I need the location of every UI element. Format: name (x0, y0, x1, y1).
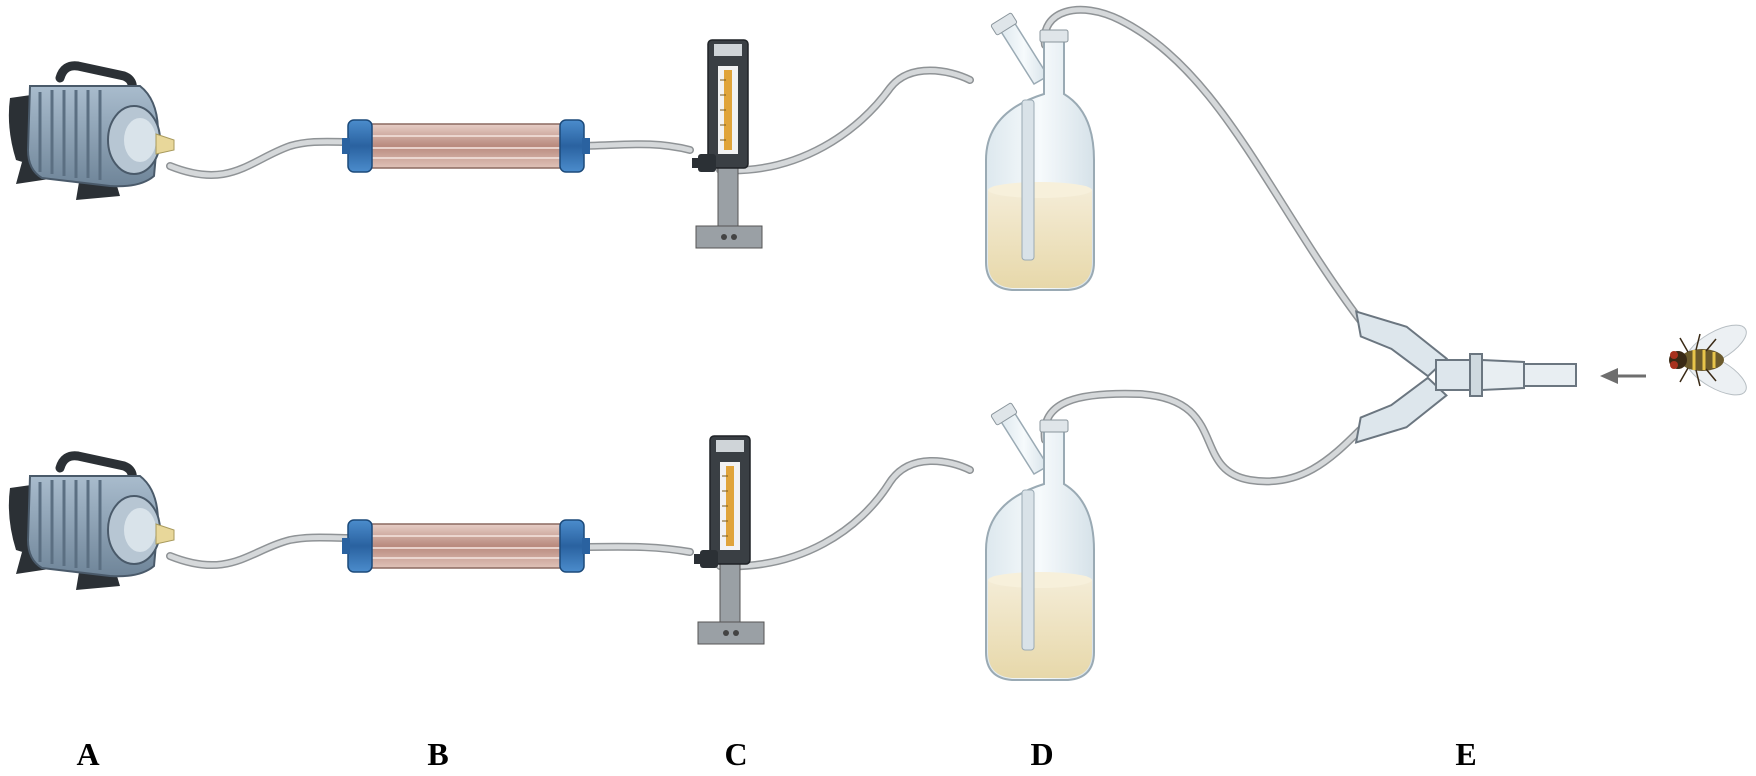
flowmeter-bottom (693, 435, 765, 645)
label-a: A (76, 736, 100, 772)
tubing (166, 5, 1364, 571)
flowmeter-icon (691, 39, 763, 249)
filter-cartridge-icon (341, 119, 591, 173)
filter-top (341, 119, 591, 173)
flowmeter-icon (693, 435, 765, 645)
label-e: E (1455, 736, 1477, 772)
label-c: C (724, 736, 748, 772)
airflow-arrow (1600, 368, 1646, 384)
y-tube-olfactometer-icon (1354, 310, 1577, 444)
bottle-top (985, 11, 1095, 292)
label-b: B (427, 736, 449, 772)
flowmeter-top (691, 39, 763, 249)
bottle-bottom (985, 401, 1095, 681)
air-pump-icon (9, 66, 174, 200)
fly-icon (1667, 315, 1754, 405)
gas-washing-bottle-icon (985, 401, 1095, 681)
filter-bottom (341, 519, 591, 573)
gas-washing-bottle-icon (985, 11, 1095, 292)
air-pump-bottom (9, 456, 174, 590)
filter-cartridge-icon (341, 519, 591, 573)
air-pump-icon (9, 456, 174, 590)
label-d: D (1030, 736, 1054, 772)
air-pump-top (9, 66, 174, 200)
